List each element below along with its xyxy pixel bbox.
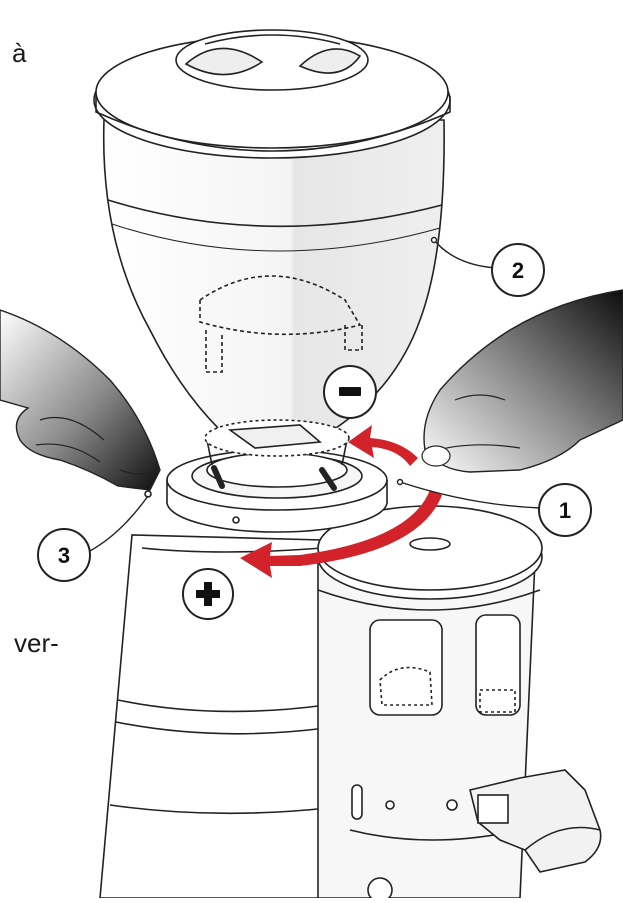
leader-lines (87, 236, 541, 553)
arrow-plus-direction (240, 490, 442, 578)
text-fragment-middle: ver- (14, 628, 59, 658)
callout-3: 3 (37, 528, 91, 582)
rotation-arrows (240, 425, 442, 578)
dosing-chamber (317, 505, 602, 903)
plus-symbol (182, 568, 234, 620)
svg-text:1: 1 (559, 498, 571, 523)
arrow-minus-direction (348, 425, 418, 466)
left-hand (0, 309, 161, 491)
svg-text:2: 2 (512, 258, 524, 283)
hopper (93, 29, 451, 433)
svg-text:3: 3 (58, 543, 70, 568)
callout-1: 1 (538, 483, 592, 537)
minus-symbol (323, 365, 377, 419)
text-fragment-top: à (12, 38, 27, 68)
callout-2: 2 (491, 243, 545, 297)
adjustment-ring (144, 419, 388, 533)
right-hand (421, 289, 623, 473)
